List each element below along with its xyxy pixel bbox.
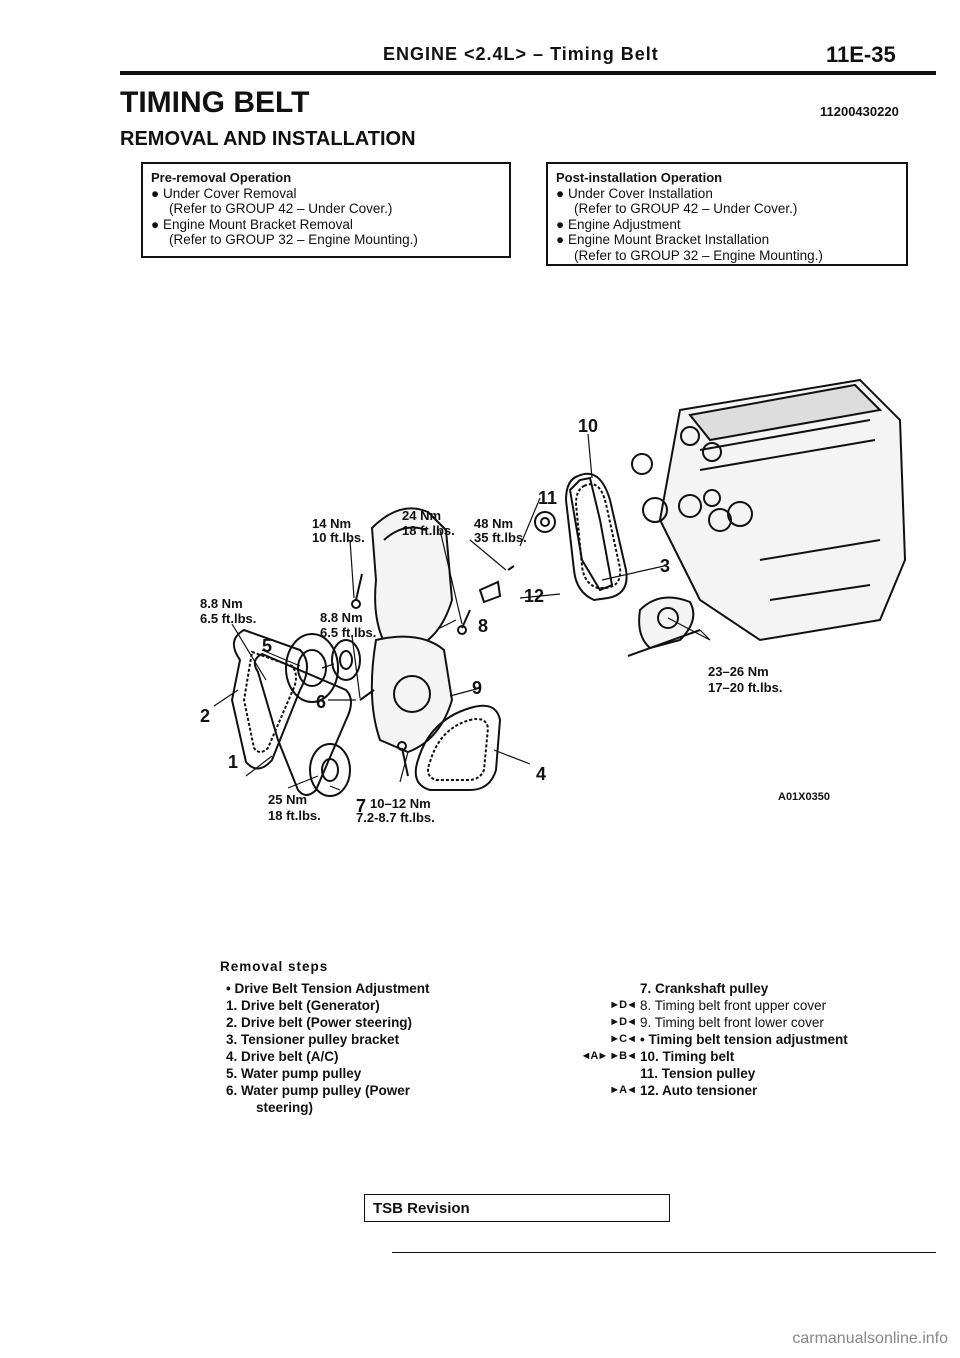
- step-item: • Drive Belt Tension Adjustment: [226, 981, 430, 996]
- step-item: 11. Tension pulley: [640, 1066, 756, 1081]
- header-title: ENGINE <2.4L> – Timing Belt: [383, 44, 659, 64]
- section-subtitle: REMOVAL AND INSTALLATION: [120, 128, 416, 150]
- step-item: 6. Water pump pulley (Power: [226, 1083, 411, 1098]
- callout-7: 7: [356, 796, 366, 816]
- step-item: ►D◄9. Timing belt front lower cover: [609, 1015, 824, 1030]
- list-item-ref: (Refer to GROUP 32 – Engine Mounting.): [574, 247, 823, 263]
- crankshaft-pulley-illustration: [309, 743, 351, 797]
- torque-ft: 35 ft.lbs.: [474, 530, 527, 545]
- callout-2: 2: [200, 706, 210, 726]
- water-pump-pulley-illustration: [285, 633, 361, 703]
- figure-code: A01X0350: [778, 791, 830, 803]
- callout-12: 12: [524, 586, 544, 606]
- removal-steps-left: • Drive Belt Tension Adjustment 1. Drive…: [226, 980, 526, 1116]
- step-item: steering): [256, 1100, 314, 1115]
- post-installation-box: Post-installation Operation ●Under Cover…: [546, 162, 908, 266]
- callout-10: 10: [578, 416, 598, 436]
- torque-ft: 18 ft.lbs.: [402, 523, 455, 538]
- torque-ft: 17–20 ft.lbs.: [708, 680, 782, 695]
- step-item: 5. Water pump pulley: [226, 1066, 362, 1081]
- lower-cover-illustration: [370, 635, 454, 754]
- footer-divider: [392, 1252, 936, 1253]
- watermark: carmanualsonline.info: [792, 1330, 948, 1347]
- callout-labels: 10 11 12 3 8 9 5 6 2 1 7 4: [200, 416, 670, 816]
- torque-nm: 10–12 Nm: [370, 796, 431, 811]
- step-item: ►C◄• Timing belt tension adjustment: [609, 1032, 848, 1047]
- list-item: ●Engine Mount Bracket Removal: [151, 216, 353, 232]
- step-item: ◄A► ►B◄10. Timing belt: [580, 1049, 735, 1064]
- page-number: 11E-35: [826, 42, 896, 67]
- timing-belt-diagram: 10 11 12 3 8 9 5 6 2 1 7 4 14 Nm 10 ft.l…: [200, 378, 907, 825]
- list-item-ref: (Refer to GROUP 42 – Under Cover.): [169, 201, 393, 216]
- callout-3: 3: [660, 556, 670, 576]
- callout-1: 1: [228, 752, 238, 772]
- torque-nm: 48 Nm: [474, 516, 513, 531]
- callout-8: 8: [478, 616, 488, 636]
- torque-ft: 6.5 ft.lbs.: [320, 625, 376, 640]
- list-item: ●Engine Adjustment: [556, 216, 681, 232]
- list-item-ref: (Refer to GROUP 32 – Engine Mounting.): [169, 232, 418, 247]
- torque-ft: 7.2-8.7 ft.lbs.: [356, 810, 435, 825]
- step-item: 3. Tensioner pulley bracket: [226, 1032, 400, 1047]
- torque-nm: 8.8 Nm: [200, 596, 243, 611]
- section-code: 11200430220: [820, 104, 899, 119]
- step-item: ►A◄12. Auto tensioner: [609, 1083, 758, 1098]
- list-item-ref: (Refer to GROUP 42 – Under Cover.): [574, 201, 798, 216]
- ac-belt-illustration: [414, 704, 502, 791]
- list-item: ●Under Cover Removal: [151, 185, 297, 201]
- step-item: 1. Drive belt (Generator): [226, 998, 380, 1013]
- removal-steps-title: Removal steps: [220, 959, 329, 974]
- callout-9: 9: [472, 678, 482, 698]
- pre-removal-box: Pre-removal Operation ●Under Cover Remov…: [141, 162, 511, 258]
- pre-removal-title: Pre-removal Operation: [151, 170, 292, 185]
- torque-ft: 18 ft.lbs.: [268, 808, 321, 823]
- header-divider: [120, 71, 936, 75]
- step-item: 7. Crankshaft pulley: [640, 981, 769, 996]
- drive-belt-illustration: [230, 628, 352, 796]
- engine-block-illustration: [631, 378, 907, 642]
- torque-nm: 25 Nm: [268, 792, 307, 807]
- callout-6: 6: [316, 692, 326, 712]
- timing-belt-illustration: [564, 472, 628, 602]
- torque-nm: 8.8 Nm: [320, 610, 363, 625]
- torque-ft: 10 ft.lbs.: [312, 530, 365, 545]
- post-installation-title: Post-installation Operation: [556, 170, 723, 185]
- step-item: 2. Drive belt (Power steering): [226, 1015, 413, 1030]
- removal-steps-right: 7. Crankshaft pulley ►D◄8. Timing belt f…: [536, 980, 916, 1099]
- torque-ft: 6.5 ft.lbs.: [200, 611, 256, 626]
- callout-5: 5: [262, 636, 272, 656]
- step-item: ►D◄8. Timing belt front upper cover: [609, 998, 827, 1013]
- bolt-illustrations: [351, 573, 471, 777]
- list-item: ●Under Cover Installation: [556, 185, 713, 201]
- torque-nm: 24 Nm: [402, 508, 441, 523]
- step-item: 4. Drive belt (A/C): [226, 1049, 339, 1064]
- tsb-revision-box: TSB Revision: [364, 1194, 670, 1222]
- torque-nm: 14 Nm: [312, 516, 351, 531]
- torque-labels: 14 Nm 10 ft.lbs. 24 Nm 18 ft.lbs. 48 Nm …: [200, 508, 782, 825]
- callout-11: 11: [538, 488, 557, 508]
- leader-lines: [213, 433, 711, 791]
- list-item: ●Engine Mount Bracket Installation: [556, 232, 770, 247]
- upper-cover-illustration: [370, 507, 454, 652]
- tensioner-parts-illustration: [478, 511, 701, 657]
- callout-4: 4: [536, 764, 546, 784]
- section-title: TIMING BELT: [120, 86, 310, 119]
- torque-nm: 23–26 Nm: [708, 664, 769, 679]
